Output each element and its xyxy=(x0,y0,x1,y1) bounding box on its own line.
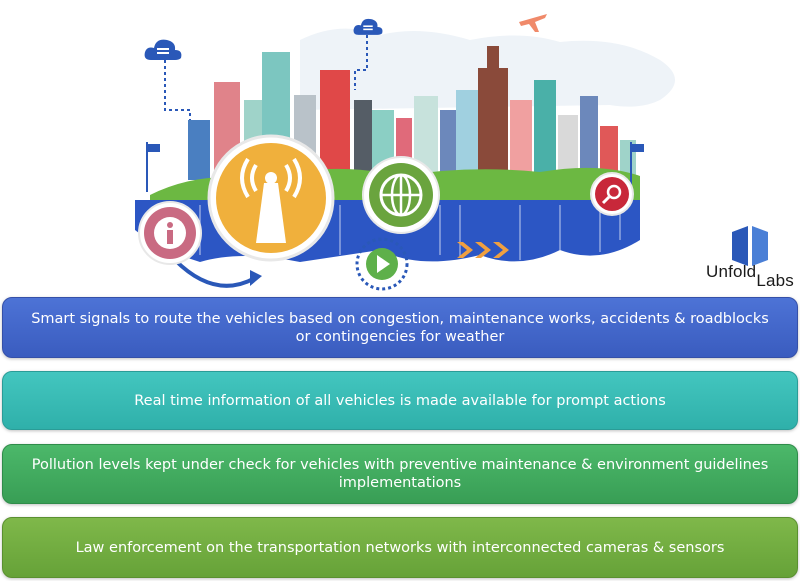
feature-banner-smart-signals: Smart signals to route the vehicles base… xyxy=(2,297,798,358)
arrows-icon xyxy=(457,242,509,258)
logo-mark-icon xyxy=(732,226,768,266)
banner-text: Real time information of all vehicles is… xyxy=(134,392,666,409)
globe-icon xyxy=(362,156,440,234)
feature-banner-pollution-levels: Pollution levels kept under check for ve… xyxy=(2,444,798,504)
logo-text-part1: Unfold xyxy=(706,262,757,281)
flag-icon xyxy=(146,142,160,192)
logo-text-part2: Labs xyxy=(756,271,795,290)
signal-tower-icon xyxy=(207,134,335,262)
cloud-download-icon xyxy=(144,39,182,60)
banner-text: Pollution levels kept under check for ve… xyxy=(31,457,769,491)
banner-text: Law enforcement on the transportation ne… xyxy=(75,539,725,556)
unfold-labs-logo: UnfoldLabs xyxy=(706,226,796,292)
airplane-icon xyxy=(519,14,547,32)
logo-text: UnfoldLabs xyxy=(706,262,794,290)
search-icon xyxy=(590,172,634,216)
play-icon xyxy=(355,237,409,291)
flag-icon xyxy=(630,142,644,192)
feature-banner-law-enforcement: Law enforcement on the transportation ne… xyxy=(2,517,798,578)
banner-text: Smart signals to route the vehicles base… xyxy=(31,310,769,345)
cloud-download-icon xyxy=(353,18,383,35)
info-icon xyxy=(138,201,202,265)
feature-banner-real-time-info: Real time information of all vehicles is… xyxy=(2,371,798,430)
